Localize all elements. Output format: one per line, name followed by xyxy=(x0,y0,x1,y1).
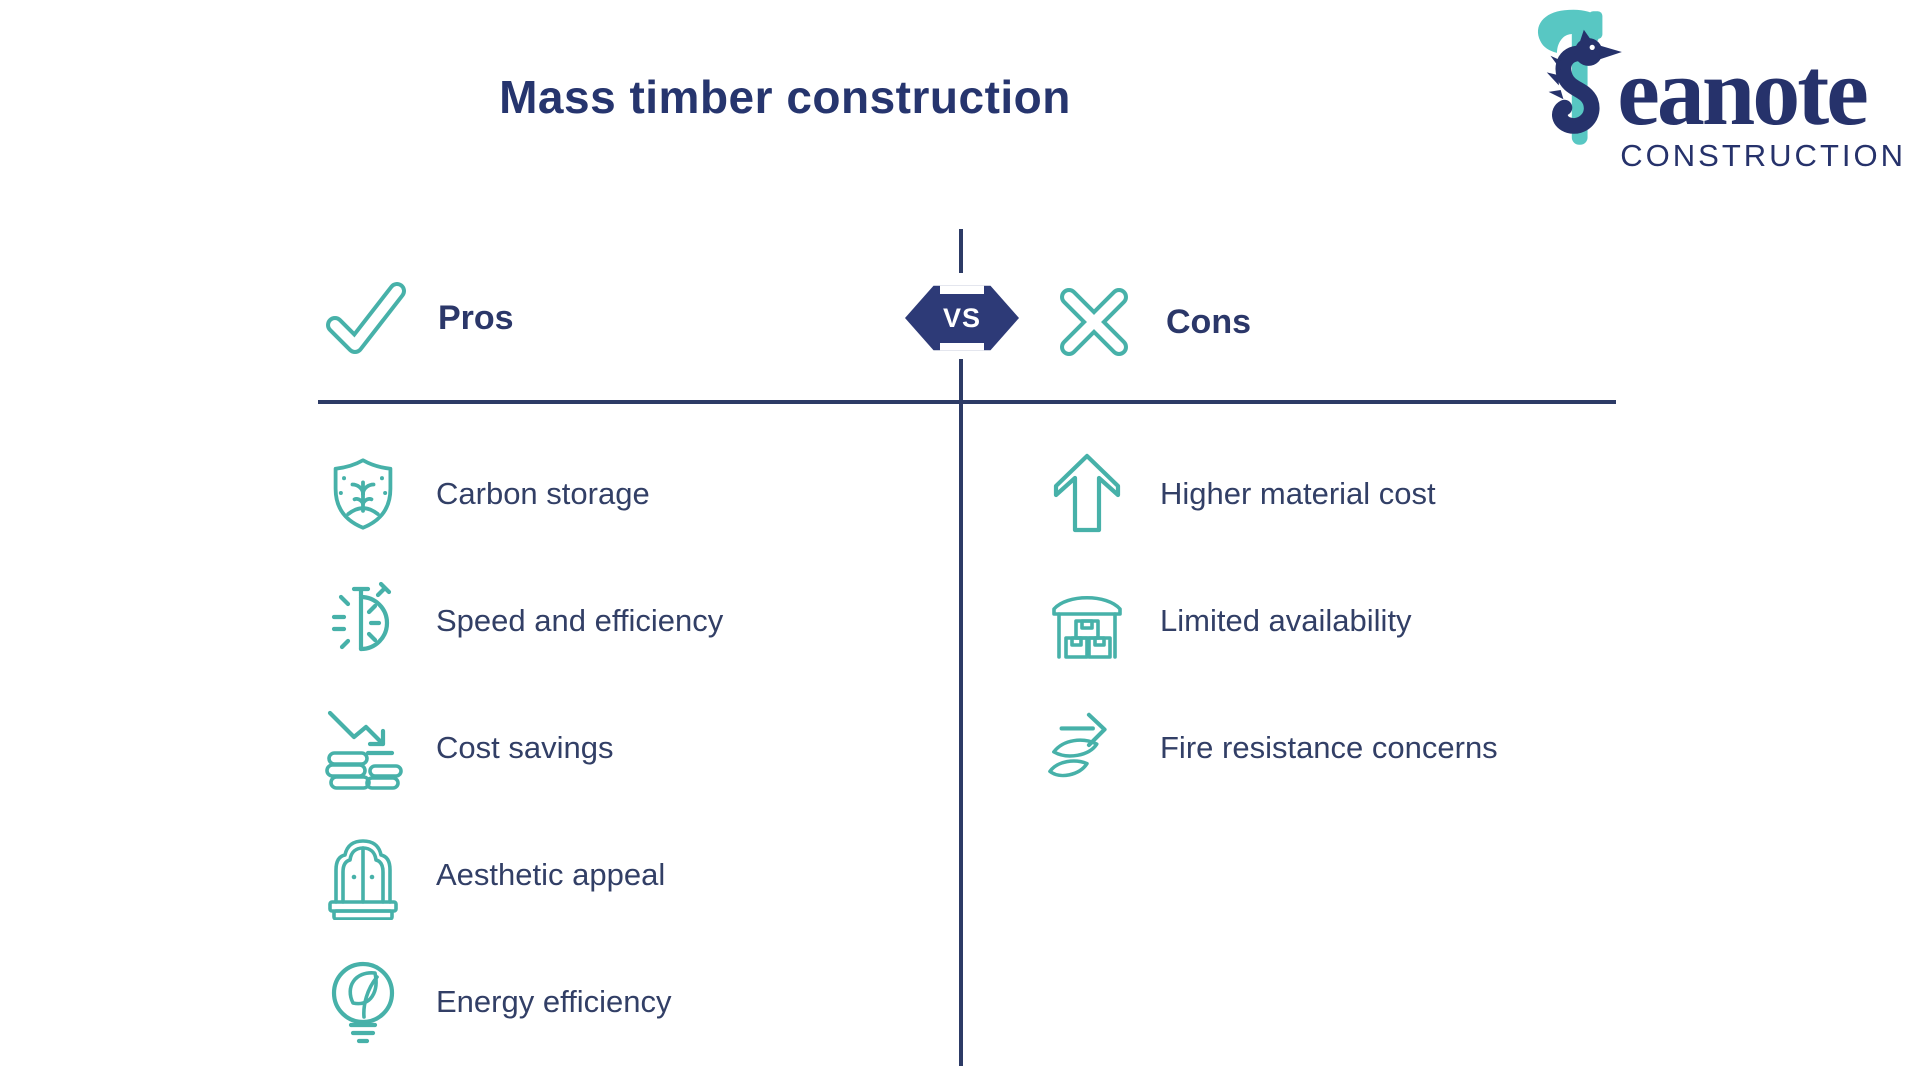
list-item-label: Energy efficiency xyxy=(436,983,672,1019)
leaf-bulb-icon xyxy=(322,955,404,1049)
cons-header: Cons xyxy=(1048,278,1251,366)
vertical-divider-bottom xyxy=(959,359,963,1066)
list-item-label: Higher material cost xyxy=(1160,475,1436,511)
stopwatch-icon xyxy=(322,579,404,663)
check-icon xyxy=(320,278,412,358)
arrow-up-icon xyxy=(1046,450,1128,538)
page-title: Mass timber construction xyxy=(499,71,1071,123)
list-item-label: Speed and efficiency xyxy=(436,602,724,638)
list-item-label: Fire resistance concerns xyxy=(1160,729,1498,765)
horizontal-divider xyxy=(318,400,1616,404)
list-item-label: Aesthetic appeal xyxy=(436,856,666,892)
list-item: Higher material cost xyxy=(1046,430,1498,557)
list-item: Limited availability xyxy=(1046,557,1498,684)
wind-arrow-icon xyxy=(1046,706,1128,790)
coins-down-arrow-icon xyxy=(322,705,404,791)
pros-list: Carbon storage Speed and effic xyxy=(322,430,723,1065)
list-item: Aesthetic appeal xyxy=(322,811,723,938)
x-icon xyxy=(1048,278,1140,366)
vs-badge: VS xyxy=(905,285,1019,351)
logo-subtitle: CONSTRUCTION xyxy=(1620,138,1906,174)
logo-text: eanote CONSTRUCTION xyxy=(1617,38,1906,174)
pros-header-label: Pros xyxy=(438,298,514,337)
list-item: Speed and efficiency xyxy=(322,557,723,684)
company-logo: eanote CONSTRUCTION xyxy=(1531,4,1906,174)
arch-window-icon xyxy=(322,830,404,920)
warehouse-boxes-icon xyxy=(1046,579,1128,663)
seahorse-hammer-icon xyxy=(1538,9,1623,145)
list-item: Carbon storage xyxy=(322,430,723,557)
shield-tree-icon xyxy=(322,455,404,533)
list-item-label: Carbon storage xyxy=(436,475,650,511)
vertical-divider-top xyxy=(959,229,963,273)
logo-brand-name: eanote xyxy=(1617,38,1869,145)
list-item-label: Cost savings xyxy=(436,729,614,765)
list-item-label: Limited availability xyxy=(1160,602,1412,638)
cons-header-label: Cons xyxy=(1166,302,1251,341)
pros-header: Pros xyxy=(320,278,514,358)
list-item: Fire resistance concerns xyxy=(1046,684,1498,811)
cons-list: Higher material cost Limited availabilit… xyxy=(1046,430,1498,811)
vs-label: VS xyxy=(942,302,982,333)
list-item: Cost savings xyxy=(322,684,723,811)
list-item: Energy efficiency xyxy=(322,938,723,1065)
